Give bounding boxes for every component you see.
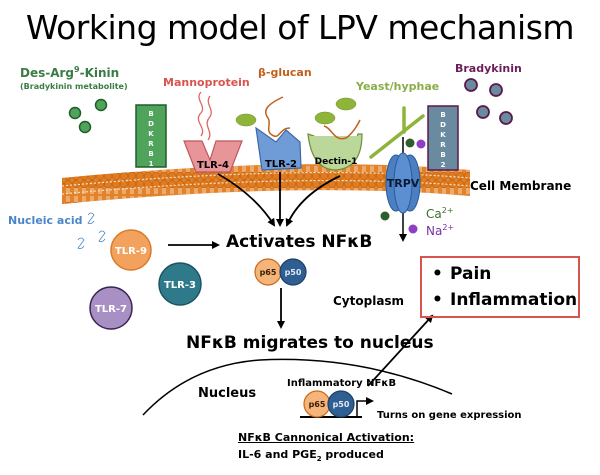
- receptor-letter: R: [440, 141, 446, 149]
- receptor-letter: K: [148, 130, 154, 138]
- tlr2-receptor: TLR-2: [255, 126, 302, 171]
- receptor-letter: D: [148, 120, 154, 128]
- cell-membrane: [61, 164, 471, 204]
- trpv-channel: TRPV: [385, 137, 421, 242]
- mannoprotein-strands: [197, 91, 212, 141]
- calcium-ion-label: Ca2+: [426, 206, 454, 221]
- ion-dots: [380, 138, 426, 234]
- nucleic-acid-label: Nucleic acid: [8, 214, 83, 227]
- tlr4-receptor: TLR-4: [183, 140, 243, 173]
- tlr3-label: TLR-3: [164, 280, 196, 291]
- receptor-letter: 2: [441, 161, 446, 169]
- activates-nfkb-label: Activates NFκB: [226, 232, 373, 252]
- page-title: Working model of LPV mechanism: [25, 8, 575, 47]
- receptor-letter: B: [148, 110, 153, 118]
- bradykinin-molecules: [464, 78, 513, 125]
- tlr3-receptor: TLR-3: [158, 262, 202, 306]
- inflammatory-nfkb-label: Inflammatory NFκB: [287, 378, 397, 389]
- receptor-letter: B: [440, 111, 445, 119]
- beta-glucan-label: β-glucan: [258, 66, 312, 79]
- yeast-hyphae-label: Yeast/hyphae: [356, 80, 440, 93]
- des-arg-kinin-note: (Bradykinin metabolite): [20, 82, 128, 91]
- receptor-arrows: [168, 172, 434, 387]
- tlr4-label: TLR-4: [197, 160, 229, 171]
- outcome-box: Pain Inflammation: [420, 256, 580, 318]
- p65-label: p65: [260, 268, 277, 277]
- nuclear-envelope: [142, 358, 453, 416]
- p50-label: p50: [333, 400, 350, 409]
- nucleic-acid-molecules: [77, 212, 106, 250]
- receptor-letter: K: [440, 131, 446, 139]
- cell-membrane-label: Cell Membrane: [470, 179, 572, 193]
- bradykinin-label: Bradykinin: [455, 62, 522, 75]
- cytoplasm-label: Cytoplasm: [333, 294, 405, 308]
- tlr9-label: TLR-9: [115, 246, 147, 257]
- tlr9-receptor: TLR-9: [110, 229, 152, 271]
- des-arg-kinin-molecules: [68, 98, 108, 134]
- products-label: IL-6 and PGE2 produced: [238, 448, 384, 464]
- yeast-particles: [235, 97, 357, 127]
- yeast-hyphae: [369, 106, 425, 159]
- tlr7-label: TLR-7: [95, 304, 127, 315]
- outcome-inflammation: Inflammation: [432, 287, 578, 313]
- gene-expression-label: Turns on gene expression: [377, 410, 522, 421]
- tlr7-receptor: TLR-7: [89, 286, 133, 330]
- dectin1-label: Dectin-1: [315, 157, 358, 167]
- beta-glucan-strand: [264, 96, 291, 137]
- receptor-letter: 1: [149, 160, 154, 168]
- sodium-ion-label: Na2+: [426, 223, 455, 238]
- nucleus-label: Nucleus: [198, 386, 257, 401]
- p65-label: p65: [309, 400, 326, 409]
- outcome-pain: Pain: [432, 261, 578, 287]
- nfkb-complex-cytoplasm: p65 p50: [254, 258, 307, 286]
- canonical-activation-heading: NFκB Cannonical Activation:: [238, 431, 415, 444]
- nfkb-migrates-label: NFκB migrates to nucleus: [186, 333, 434, 353]
- receptor-letter: B: [440, 151, 445, 159]
- tlr2-label: TLR-2: [265, 159, 297, 170]
- receptor-letter: D: [440, 121, 446, 129]
- trpv-label: TRPV: [387, 177, 420, 190]
- receptor-letter: B: [148, 150, 153, 158]
- mannoprotein-label: Mannoprotein: [163, 76, 250, 89]
- dectin1-receptor: Dectin-1: [307, 119, 363, 171]
- p50-label: p50: [285, 268, 302, 277]
- receptor-letter: R: [148, 140, 154, 148]
- des-arg-kinin-label: Des-Arg9-Kinin: [20, 65, 120, 80]
- nfkb-complex-nucleus: p65 p50: [300, 390, 374, 418]
